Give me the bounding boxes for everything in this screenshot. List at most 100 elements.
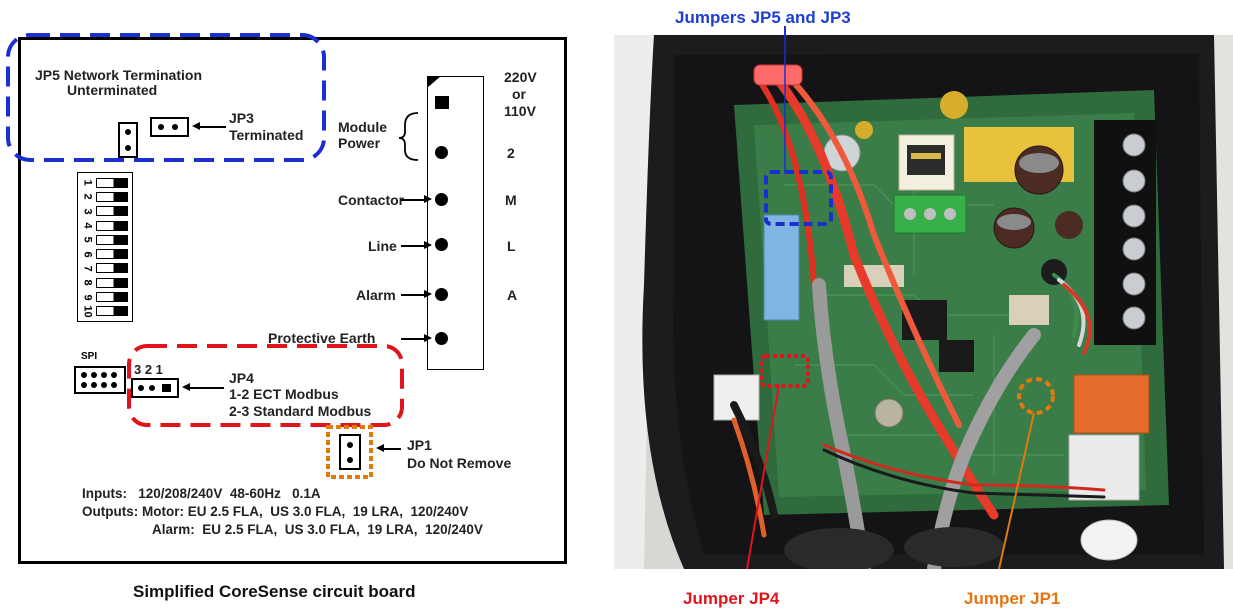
dip-switch-number: 9 (81, 293, 94, 301)
jp4-pointer-line (746, 384, 780, 569)
dip-switch-cell (96, 234, 128, 245)
dip-switch-row: 9 (80, 290, 130, 303)
contactor-arrow-head (424, 195, 432, 203)
jp1-arrow-line (383, 448, 401, 450)
terminal-dot (435, 238, 448, 251)
spi-pin (91, 372, 97, 378)
dip-switch-row: 7 (80, 262, 130, 275)
inputs-spec: Inputs: 120/208/240V 48-60Hz 0.1A (82, 486, 321, 501)
dip-switch-row: 10 (80, 305, 130, 318)
capacitor-top (1019, 153, 1059, 173)
jp4-highlight (127, 344, 404, 427)
jp3-jumper (150, 117, 189, 137)
dip-switch-cell (96, 191, 128, 202)
terminal-screw (904, 208, 916, 220)
dip-switch-number: 4 (81, 222, 94, 229)
jumpers-jp5-jp3-caption: Jumpers JP5 and JP3 (675, 8, 851, 27)
capacitor (874, 398, 904, 428)
jp4-arrow-head (182, 383, 190, 391)
alarm-arrow-head (424, 290, 432, 298)
jp1-label: JP1 (407, 437, 432, 453)
jp3-pin (158, 124, 164, 130)
terminal-code-m: M (505, 192, 517, 208)
dip-switch-cell (96, 292, 128, 303)
dip-switch-row: 2 (80, 190, 130, 203)
capacitor (1055, 211, 1083, 239)
jp4-pin (138, 385, 144, 391)
capacitor-top (997, 214, 1031, 230)
dip-switch-cell (96, 277, 128, 288)
terminal-strip-screws (1122, 133, 1146, 330)
terminal-code-l: L (507, 238, 516, 254)
line-arrow-line (401, 245, 425, 247)
schematic-highlights (6, 33, 419, 479)
jp4-jumper (131, 378, 179, 398)
spi-pin (101, 382, 107, 388)
dip-switch-number: 10 (81, 305, 94, 318)
terminal-block-corner-mark (427, 76, 441, 88)
jp4-pin (149, 385, 155, 391)
jp3-pin (172, 124, 178, 130)
dip-switch-cell (96, 263, 128, 274)
jp4-label: JP4 (229, 370, 254, 386)
spi-pin (101, 372, 107, 378)
optocoupler-row (1009, 295, 1049, 325)
sensor-plug (1080, 519, 1138, 561)
terminal-code-2: 2 (507, 145, 515, 161)
jumper-jp1-caption: Jumper JP1 (964, 589, 1061, 608)
spi-pin (81, 382, 87, 388)
terminal-screw (944, 208, 956, 220)
yellow-capacitor (855, 121, 873, 139)
jp1-pin (347, 457, 353, 463)
jp5-pin (125, 129, 131, 135)
fuse-holder (753, 64, 803, 86)
jp3-sub-label: Terminated (229, 127, 304, 143)
spi-pin (111, 372, 117, 378)
jp3-label: JP3 (229, 110, 254, 126)
module-power-label-line2: Power (338, 135, 381, 151)
dip-switch-cell (96, 220, 128, 231)
jp1-sub-label: Do Not Remove (407, 455, 512, 471)
alarm-arrow-line (401, 294, 425, 296)
schematic-caption: Simplified CoreSense circuit board (133, 582, 416, 601)
terminal-dot (435, 146, 448, 159)
dip-switch-number: 1 (81, 179, 94, 186)
module-power-label-line1: Module (338, 119, 387, 135)
dip-switch-blue (763, 214, 800, 321)
pcb-surface (754, 113, 1146, 497)
spi-pin (91, 382, 97, 388)
jp5-jumper (118, 122, 138, 158)
jp3-arrow-head (192, 122, 200, 130)
dip-switch-number: 6 (81, 251, 94, 258)
terminal-code-a: A (507, 287, 518, 303)
ic-chip (939, 340, 974, 372)
jp1-arrow-head (376, 444, 384, 452)
protective-earth-arrow-head (424, 334, 432, 342)
terminal-dot (435, 332, 448, 345)
jp5-jp3-highlight (6, 33, 326, 162)
dip-switch-number: 7 (81, 265, 94, 272)
transformer-core (907, 145, 945, 175)
terminal-dot (435, 193, 448, 206)
line-label: Line (368, 238, 397, 254)
spi-pin (81, 372, 87, 378)
transformer-coil (911, 153, 941, 159)
alarm-spec: Alarm: EU 2.5 FLA, US 3.0 FLA, 19 LRA, 1… (152, 522, 483, 537)
spi-label: SPI (81, 351, 98, 362)
voltage-or: or (512, 86, 526, 102)
jp1-pointer-line (998, 412, 1035, 569)
voltage-220v: 220V (504, 69, 537, 85)
jp1-jumper (339, 434, 361, 470)
jp1-pin (347, 442, 353, 448)
jp3-arrow-line (199, 126, 226, 128)
spi-pin (111, 382, 117, 388)
yellow-capacitor (940, 91, 968, 119)
terminal-dot (435, 288, 448, 301)
circuit-board-photo (614, 35, 1233, 569)
terminal-screw (924, 208, 936, 220)
dip-switch-number: 8 (81, 279, 94, 286)
jp5-pin (125, 145, 131, 151)
module-power-brace (398, 112, 419, 161)
terminal-square (435, 96, 449, 109)
